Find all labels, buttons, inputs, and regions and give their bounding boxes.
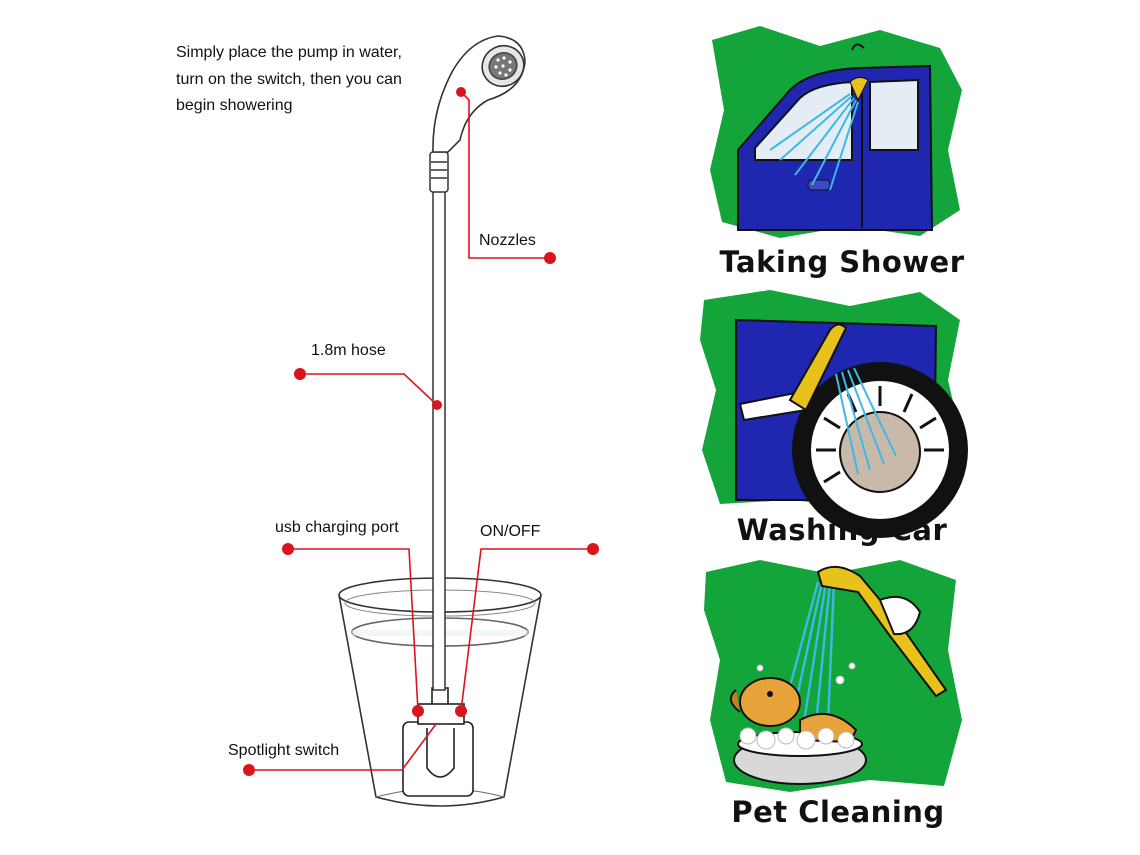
shower-head (432, 35, 526, 153)
label-nozzles: Nozzles (479, 232, 536, 249)
label-spotlight-switch: Spotlight switch (228, 742, 340, 759)
intro-text: Simply place the pump in water, turn on … (176, 44, 402, 114)
callouts (249, 91, 593, 771)
caption-taking-shower: Taking Shower (719, 245, 964, 279)
label-on-off: ON/OFF (480, 523, 541, 540)
car-wash-illustration (700, 290, 968, 538)
label-hose: 1.8m hose (311, 342, 386, 359)
shower-illustration (710, 26, 962, 238)
pump (402, 687, 474, 797)
caption-pet-cleaning: Pet Cleaning (731, 795, 944, 829)
label-usb-port: usb charging port (275, 519, 399, 536)
pet-cleaning-illustration (704, 560, 962, 792)
callout-dots (243, 87, 599, 776)
caption-washing-car: Washing Car (737, 513, 948, 547)
hose (429, 151, 449, 691)
